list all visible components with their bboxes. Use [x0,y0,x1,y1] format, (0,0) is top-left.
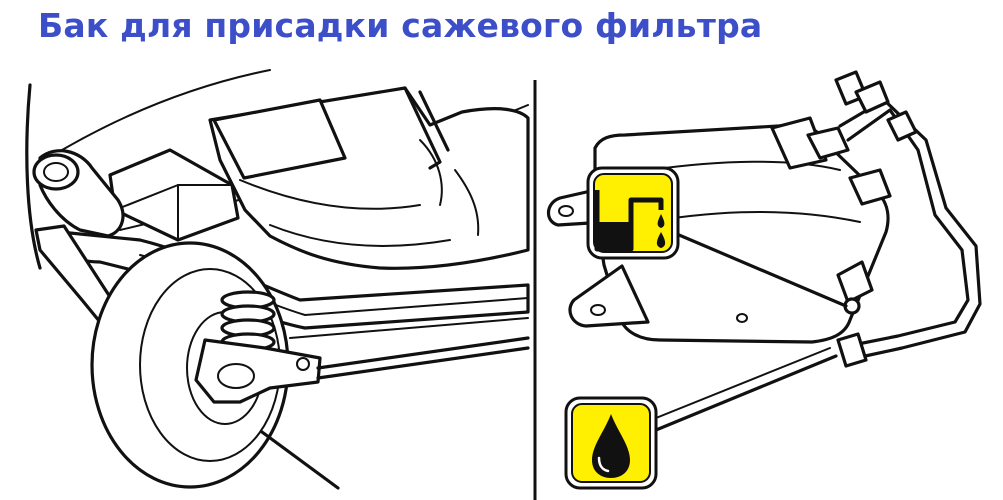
additive-line-left [316,336,530,370]
fluid-tank-level-icon [586,166,680,260]
tank-outlet [836,260,874,304]
leader-line-tank [670,230,848,308]
diagram-title: Бак для присадки сажевого фильтра [38,6,763,45]
heat-shield [108,148,240,242]
filler-neck [770,116,828,170]
body-edge [25,83,42,270]
leader-line-drop [654,354,838,432]
fluid-drop-icon [564,396,658,490]
coil-spring [220,290,276,352]
mount-ear-bottom [568,264,650,328]
vehicle-underbody-illustration [25,69,530,490]
pipe-connector [836,332,868,368]
floor-bracket [212,98,347,180]
leader-line-left [260,430,340,490]
suspension-arm [194,338,322,404]
